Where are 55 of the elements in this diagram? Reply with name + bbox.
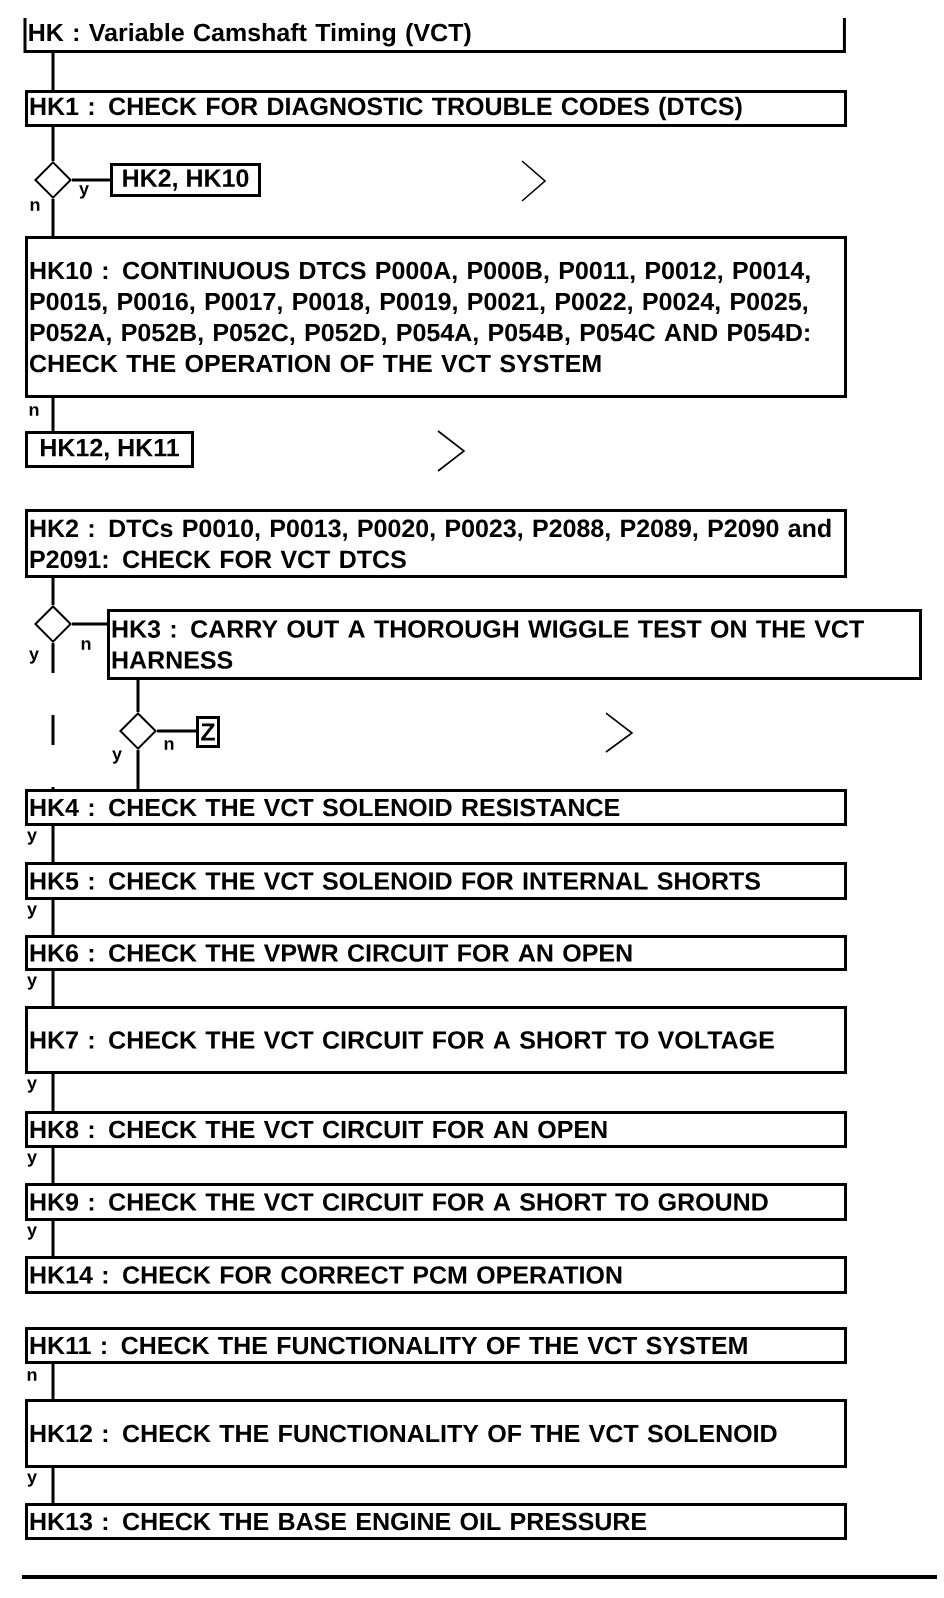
reference-box: HK2, HK10 [110,163,261,197]
step-box: HK4 : CHECK THE VCT SOLENOID RESISTANCE [25,789,847,826]
step-box: HK3 : CARRY OUT A THOROUGH WIGGLE TEST ON THE VCT HARNESS [107,609,922,680]
step-box: HK7 : CHECK THE VCT CIRCUIT FOR A SHORT TO VOLTAGE [25,1006,847,1074]
step-box: HK14 : CHECK FOR CORRECT PCM OPERATION [25,1256,847,1294]
step-box: HK13 : CHECK THE BASE ENGINE OIL PRESSURE [25,1503,847,1540]
decision-diamond [34,605,72,643]
step-box: HK2 : DTCs P0010, P0013, P0020, P0023, P2088, P2089, P2090 and P2091: CHECK FOR VCT DTCS [25,509,847,578]
edge-label: y [26,975,38,991]
edge-label: n [79,639,93,651]
connector-line [51,578,55,605]
connector-line [51,971,55,1006]
connector-line [51,1364,55,1399]
step-box: HK10 : CONTINUOUS DTCS P000A, P000B, P0011, P0012, P0014, P0015, P0016, P0017, P0018, P0019, P0021, P0022, P0024, P0025, P052A, P052B, P052C, P052D, P054A, P054B, P054C AND P054D: CHECK THE OPERATION OF THE VCT SYSTEM [25,236,847,398]
reference-box: Z [196,716,220,748]
edge-label: y [111,749,123,765]
step-box: HK9 : CHECK THE VCT CIRCUIT FOR A SHORT TO GROUND [25,1183,847,1221]
step-box: HK12 : CHECK THE FUNCTIONALITY OF THE VCT SOLENOID [25,1399,847,1468]
edge-label: n [162,739,176,751]
step-box: HK5 : CHECK THE VCT SOLENOID FOR INTERNAL SHORTS [25,862,847,900]
edge-label: y [26,904,38,920]
edge-label: y [78,184,90,200]
step-box: HK6 : CHECK THE VPWR CIRCUIT FOR AN OPEN [25,935,847,971]
edge-label: y [26,1078,38,1094]
step-box: HK1 : CHECK FOR DIAGNOSTIC TROUBLE CODES (DTCS) [25,90,847,127]
connector-line [51,127,55,161]
connector-line [51,199,55,236]
connector-line [72,622,107,626]
edge-label: y [26,1225,38,1241]
step-box: HK11 : CHECK THE FUNCTIONALITY OF THE VCT SYSTEM [25,1327,847,1364]
edge-label: y [28,649,40,665]
edge-label: y [26,1152,38,1168]
step-box: HK8 : CHECK THE VCT CIRCUIT FOR AN OPEN [25,1111,847,1148]
edge-label: n [27,405,41,417]
connector-line [51,1221,55,1256]
edge-label: y [26,1472,38,1488]
connector-line [157,729,196,733]
edge-label: n [25,1370,39,1382]
connector-line [51,398,55,431]
connector-line [51,1074,55,1111]
connector-line [136,750,140,789]
connector-line [51,643,55,789]
reference-box: HK12, HK11 [25,431,194,468]
connector-line [51,51,55,90]
connector-line [51,1468,55,1503]
decision-diamond [119,712,157,750]
connector-line [136,680,140,712]
connector-line [72,178,110,182]
edge-label: n [28,200,42,212]
connector-line [51,1148,55,1183]
connector-line [51,826,55,862]
connector-line [51,900,55,935]
decision-diamond [34,161,72,199]
title-box: HK : Variable Camshaft Timing (VCT) [23,18,846,53]
edge-label: y [26,830,38,846]
